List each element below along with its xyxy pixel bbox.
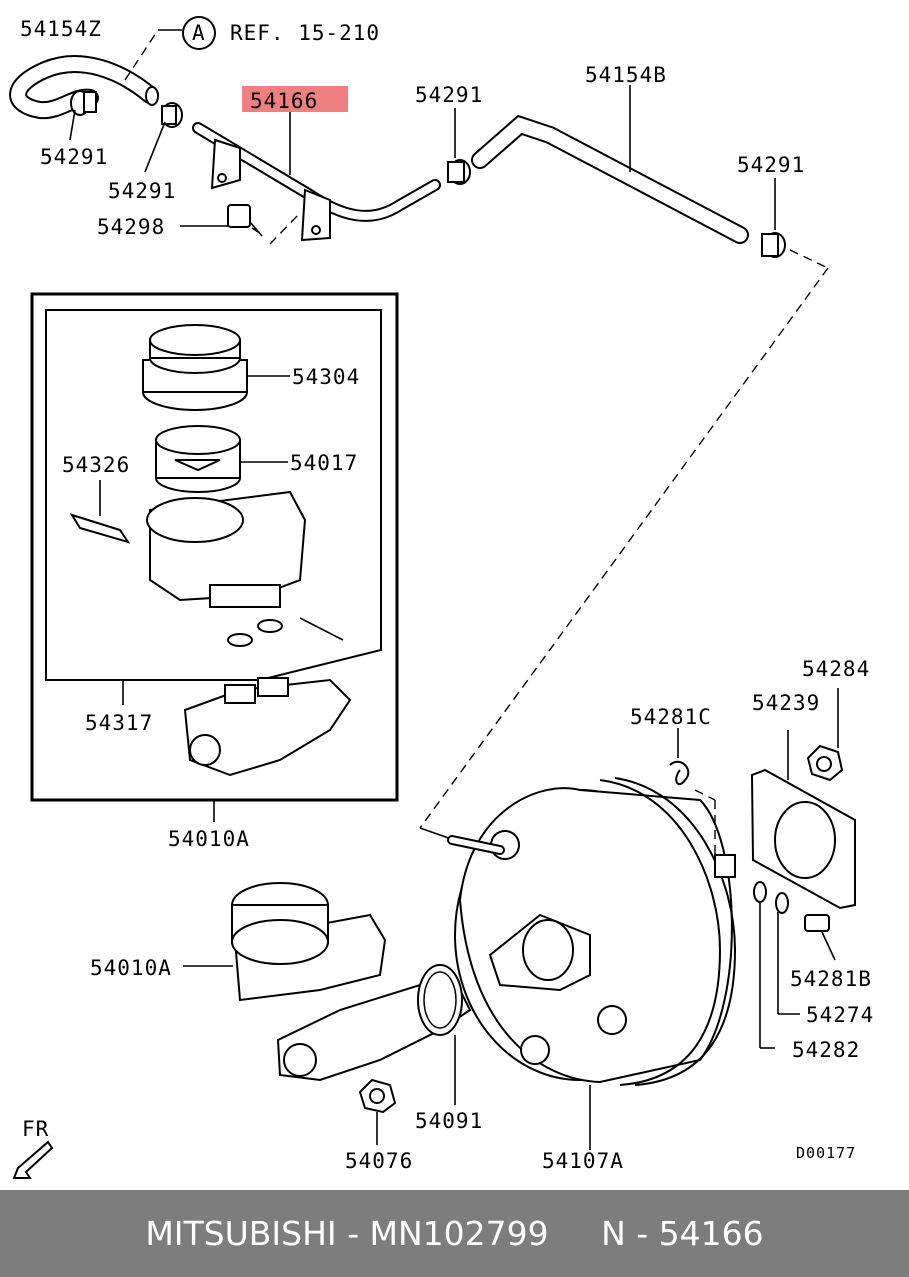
master-cylinder-54010a-lower	[231, 882, 472, 1082]
brake-master-cylinder-diagram: 54154Z A REF. 15-210 54166 54291 54154B …	[9, 16, 874, 1179]
pin-54326	[69, 513, 131, 544]
label-54076: 54076	[345, 1149, 413, 1173]
label-54317: 54317	[85, 711, 153, 735]
label-54291-left-a: 54291	[40, 145, 108, 169]
label-54017: 54017	[290, 451, 358, 475]
label-54291-top-mid: 54291	[415, 83, 483, 107]
clamp-54291-left	[70, 90, 183, 128]
booster-54107a	[447, 777, 737, 1086]
label-54239: 54239	[752, 691, 820, 715]
label-54010a-box: 54010A	[168, 827, 250, 851]
clamp-54291-mid	[447, 159, 471, 185]
seal-54091	[417, 964, 463, 1036]
label-54304: 54304	[292, 365, 360, 389]
label-54291-right: 54291	[737, 153, 805, 177]
label-54298: 54298	[97, 215, 165, 239]
clamp-54291-right	[761, 232, 786, 258]
label-54281b: 54281B	[790, 967, 872, 991]
label-54154b: 54154B	[585, 63, 667, 87]
washers	[753, 881, 789, 914]
label-fr: FR	[22, 1117, 49, 1141]
nut-54076	[358, 1078, 397, 1114]
reservoir	[146, 490, 344, 641]
hose-54154b	[471, 114, 749, 244]
gasket-54239	[750, 768, 856, 910]
bolt-54298	[227, 204, 263, 237]
label-54091: 54091	[415, 1109, 483, 1133]
ref-circle	[182, 16, 216, 50]
pin-54281b	[804, 914, 830, 932]
label-54284: 54284	[802, 657, 870, 681]
master-cylinder-54010a-box	[183, 677, 352, 777]
highlight-box	[242, 86, 348, 112]
footer-text: MITSUBISHI - MN102799 N - 54166	[145, 1214, 764, 1253]
drawing-code: D00177	[796, 1144, 856, 1162]
label-54326: 54326	[62, 453, 130, 477]
strainer-54017	[155, 425, 241, 493]
label-54282: 54282	[792, 1038, 860, 1062]
label-54281c: 54281C	[630, 705, 712, 729]
front-arrow-icon	[12, 1140, 54, 1179]
label-54291-left-b: 54291	[108, 179, 176, 203]
ref-circle-label: A	[192, 21, 206, 45]
label-54010a-lower: 54010A	[90, 956, 172, 980]
label-54166: 54166	[250, 89, 318, 113]
footer-bar: MITSUBISHI - MN102799 N - 54166	[0, 1190, 909, 1277]
clip-54281c	[669, 760, 690, 786]
label-54274: 54274	[806, 1003, 874, 1027]
hose-54154z	[9, 55, 159, 120]
ref-text: REF. 15-210	[230, 21, 380, 45]
label-54107a: 54107A	[542, 1149, 624, 1173]
pipe-54166	[192, 122, 441, 242]
cap-54304	[142, 324, 248, 411]
grommets	[227, 619, 283, 647]
nut-54284	[806, 744, 844, 782]
kit-inner-box	[45, 309, 382, 681]
label-54154z: 54154Z	[20, 17, 102, 41]
